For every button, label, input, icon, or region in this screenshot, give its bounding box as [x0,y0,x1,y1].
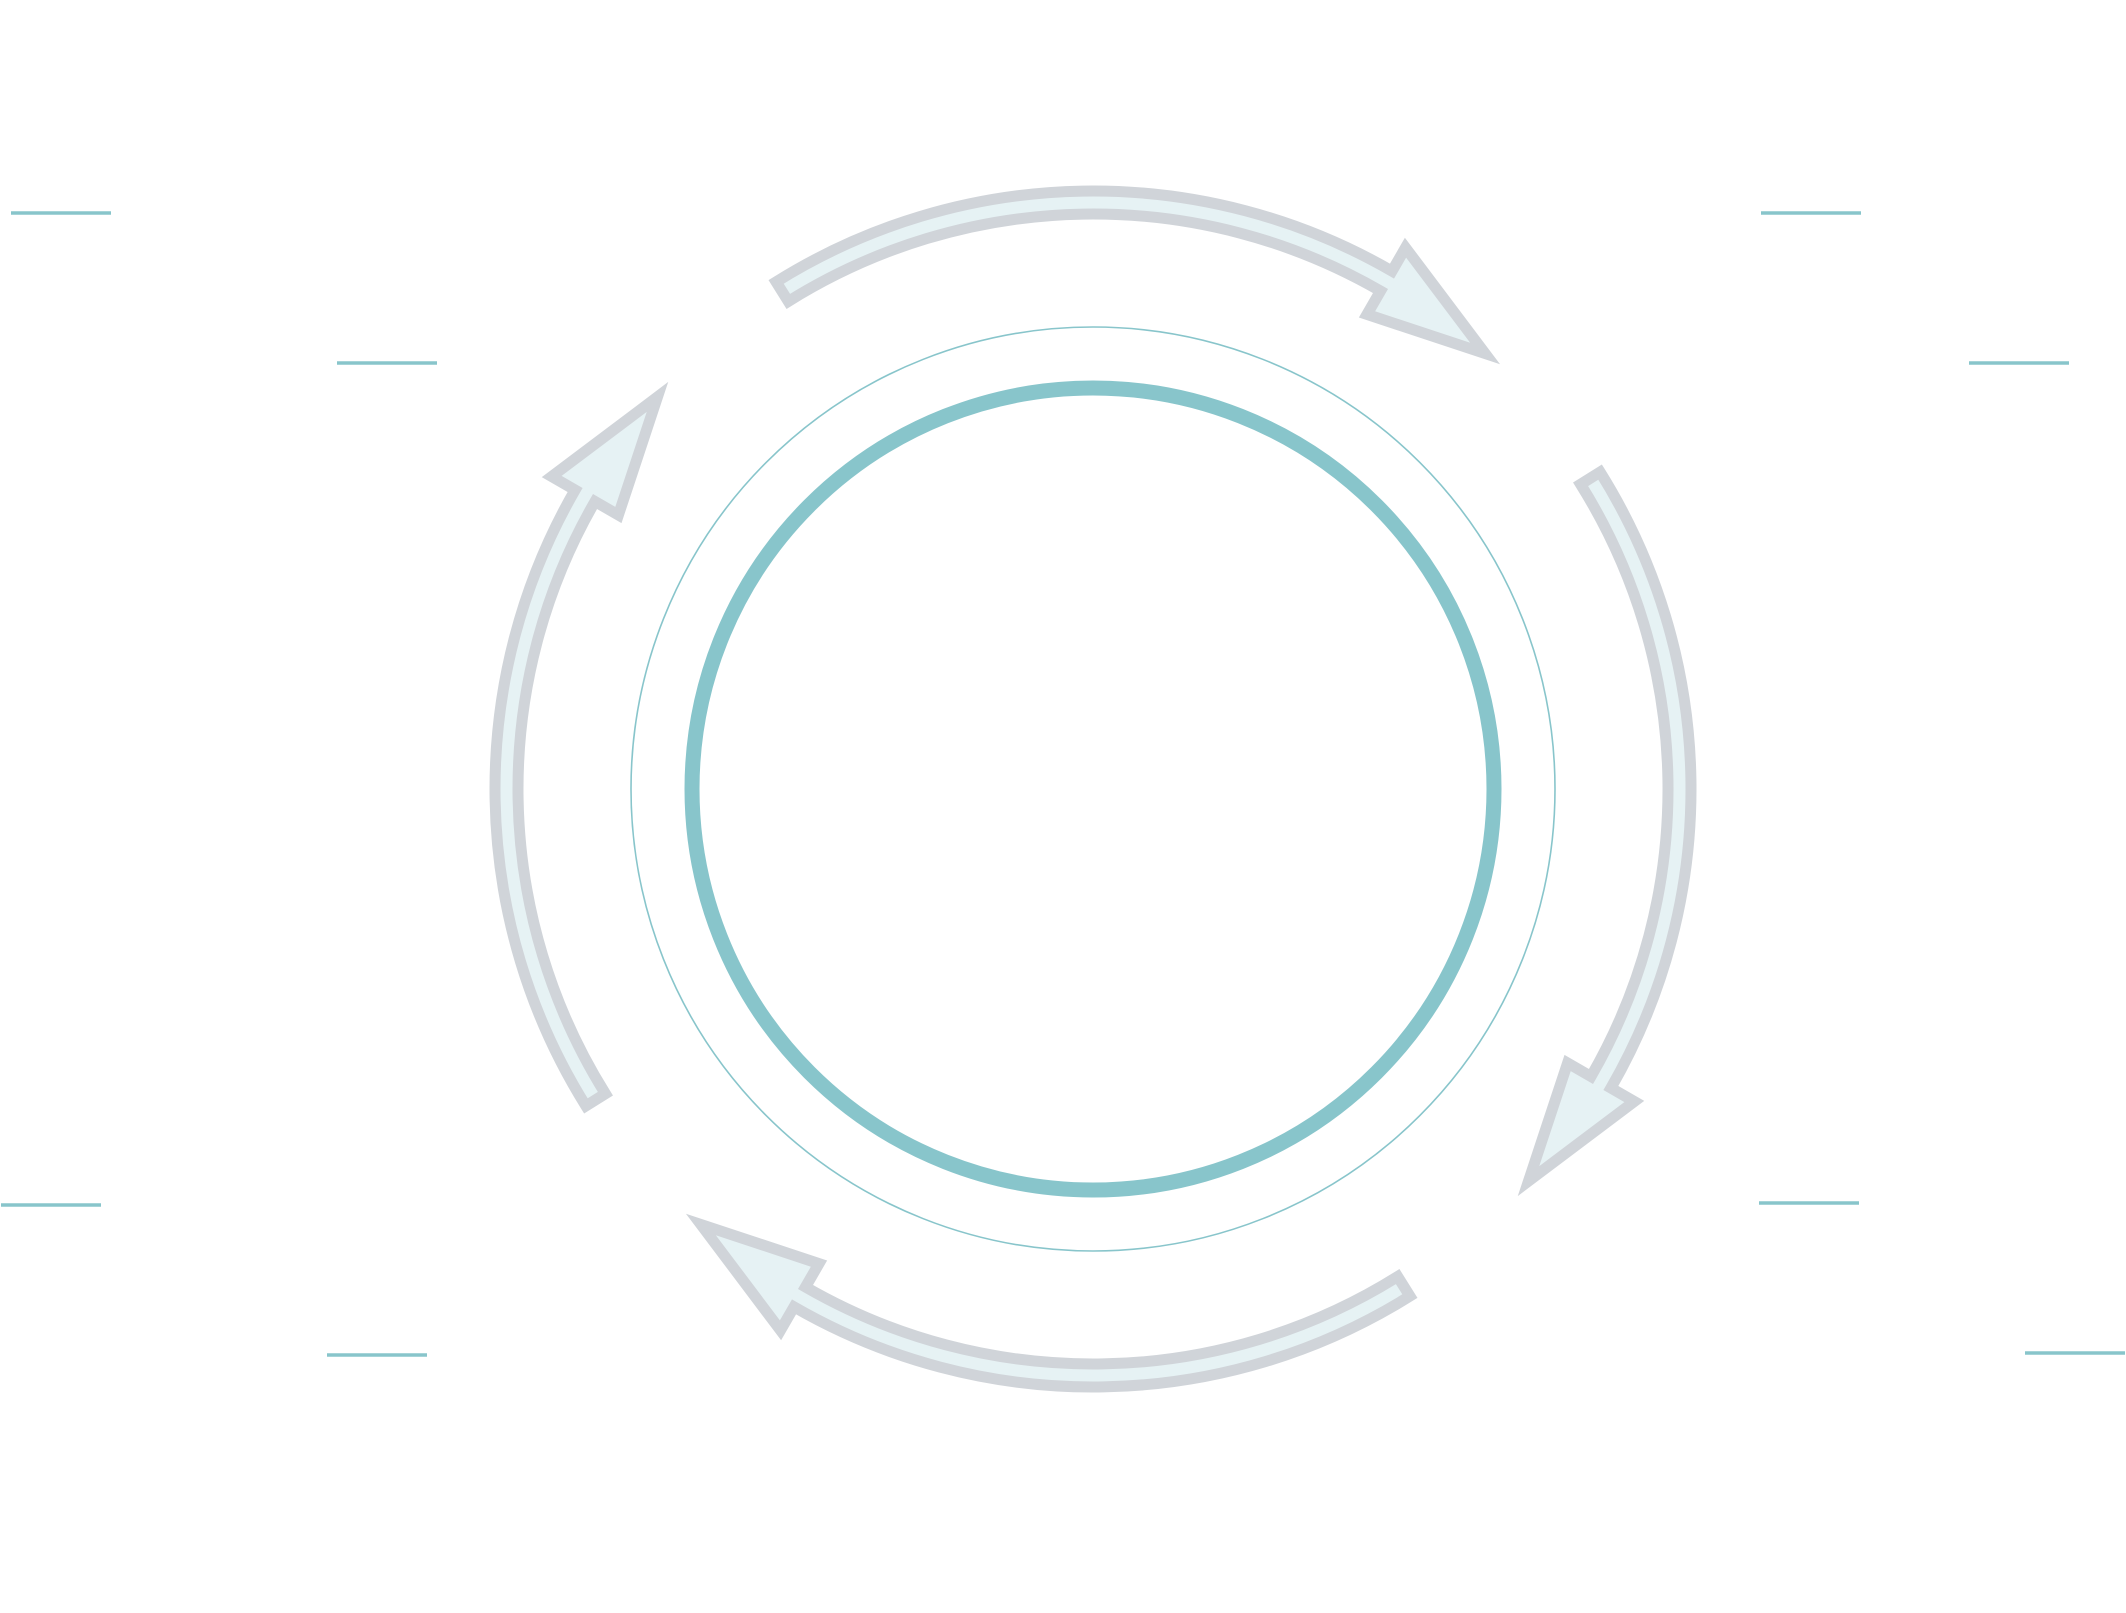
arrow-top-icon [768,185,1501,365]
inner-thick-ring [684,380,1502,1198]
decorative-dashes [1,211,2125,1357]
arrow-right-icon [1517,464,1697,1197]
arrow-bottom-icon [685,1213,1418,1393]
arrow-left-icon [489,381,669,1114]
outer-thin-ring [630,326,1556,1252]
center-ring [630,326,1556,1252]
cycle-arrows [489,185,1697,1393]
